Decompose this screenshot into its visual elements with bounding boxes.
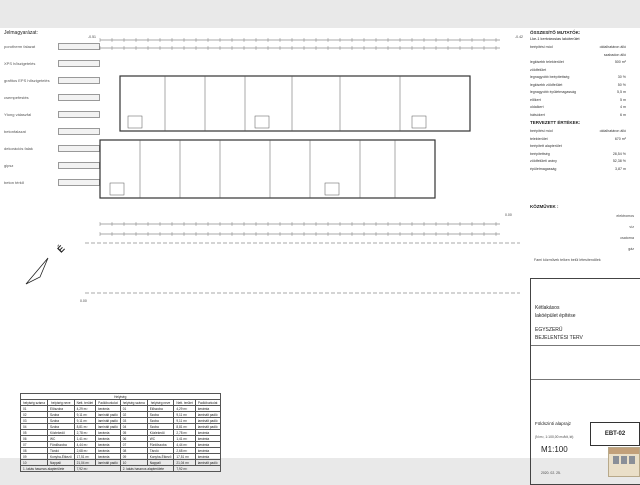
- kv-key: előkert: [530, 97, 541, 102]
- kv-key: legnagyobb épületmagasság: [530, 90, 576, 94]
- utility-item: csatorna: [620, 236, 634, 240]
- kv-row: előkert 5 m: [530, 98, 626, 102]
- kv-key: legnagyobb beépítettség: [530, 75, 570, 79]
- kv-key: zöldfelületi arány: [530, 159, 557, 163]
- kv-row: hátsókert 6 m: [530, 113, 626, 117]
- level-mark-1: -0.51: [88, 35, 96, 39]
- kv-value: 5,5 m: [617, 90, 626, 94]
- utility-item: Fami közművek telken belül létesítendőek: [534, 258, 601, 262]
- footer-left-val: 7,92 m²: [73, 465, 121, 472]
- legend-item: grafitos EPS hőszigetelés: [4, 78, 50, 83]
- scale: M1:100: [541, 445, 568, 454]
- project-line-1: Kétlakásos: [535, 305, 560, 311]
- legend-item: betonfalazat: [4, 129, 26, 134]
- plan-type-line-2: BEJELENTÉSI TERV: [535, 335, 583, 341]
- kv-row: beépített alapterület: [530, 144, 626, 148]
- kv-row: épületmagasság 3,87 m: [530, 167, 626, 171]
- level-mark-3: 0.00: [505, 213, 512, 217]
- legend-item: dekorációs falak: [4, 146, 33, 151]
- project-line-2: lakóépület építése: [535, 313, 576, 319]
- legend-item: XPS hőszigetelés: [4, 61, 36, 66]
- utility-item: víz: [629, 225, 634, 229]
- kv-key: telekterület: [530, 136, 548, 141]
- legend-swatch: [58, 43, 100, 50]
- legend-item: beton térkő: [4, 180, 25, 185]
- kv-value: 52,38 %: [612, 159, 626, 163]
- kv-value: 670 m²: [614, 136, 626, 141]
- kv-row: beépítési mód oldalhatáron álló: [530, 45, 626, 49]
- kv-value: oldalhatáron álló: [599, 129, 626, 133]
- sheet-code: EBT-02: [590, 422, 640, 446]
- kv-key: beépített alapterület: [530, 144, 562, 148]
- kv-key: épületmagasság: [530, 166, 557, 171]
- legend-swatch: [58, 94, 100, 101]
- legend-swatch: [58, 77, 100, 84]
- legend-swatch: [58, 60, 100, 67]
- kv-value: szabadon álló: [603, 52, 626, 57]
- kv-key: oldalkert: [530, 105, 544, 109]
- kv-value: 6 m: [620, 112, 626, 117]
- legend-item: gipsz: [4, 163, 14, 168]
- kv-value: 3,87 m: [615, 166, 626, 171]
- kv-key: beépítési mód: [530, 45, 553, 49]
- kv-row: zöldfelület: [530, 68, 626, 72]
- summary-subtitle: Lke-1 kertvárosias lakóterület: [530, 37, 580, 41]
- kv-row: legkisebb zöldfelület 50 %: [530, 83, 626, 87]
- kv-row: beépítettség 28,54 %: [530, 152, 626, 156]
- kv-value: 4 m: [620, 105, 626, 109]
- kv-value: 500 m²: [614, 60, 626, 64]
- legend-title: Jelmagyarázat:: [4, 30, 38, 36]
- kv-value: 50 %: [617, 82, 626, 87]
- kv-row: legnagyobb beépítettség 30 %: [530, 75, 626, 79]
- kv-row: legnagyobb épületmagasság 5,5 m: [530, 90, 626, 94]
- floor-plan: -0.51 -0.42 0.00 0.00: [80, 35, 523, 303]
- legend-item: Ytong válaszfal: [4, 112, 32, 117]
- facade-thumbnail: [608, 447, 640, 477]
- sheet-name: Földszinti alaprajz: [535, 421, 572, 426]
- kv-key: beépítési mód: [530, 129, 553, 133]
- footer-right-val: 7,92 m²: [173, 465, 221, 472]
- kv-key: legkisebb zöldfelület: [530, 82, 563, 87]
- kv-value: 28,54 %: [612, 151, 626, 156]
- kv-value: oldalhatáron álló: [599, 45, 626, 49]
- utility-item: elektromos: [616, 214, 634, 218]
- kv-row: oldalkert 4 m: [530, 105, 626, 109]
- level-mark-2: -0.42: [515, 35, 523, 39]
- legend-item: porotherm falazat: [4, 44, 36, 49]
- scale-note: (N m², 1:100,00 m²/kit, kt): [535, 435, 574, 439]
- legend-swatch: [58, 128, 100, 135]
- kv-key: legkisebb telekterület: [530, 60, 564, 64]
- kv-row: beépítési mód oldalhatáron álló: [530, 129, 626, 133]
- kv-value: 5 m: [620, 97, 626, 102]
- north-arrow-icon: [25, 257, 49, 285]
- legend-swatch: [58, 111, 100, 118]
- kv-key: zöldfelület: [530, 67, 547, 72]
- level-mark-4: 0.00: [80, 299, 87, 303]
- kv-value: 30 %: [617, 75, 626, 79]
- footer-left: 1. lakás hasznos alapterülete: [20, 465, 75, 472]
- kv-key: hátsókert: [530, 112, 545, 117]
- utility-item: gáz: [628, 247, 634, 251]
- planned-title: TERVEZETT ÉRTÉKEK:: [530, 120, 581, 125]
- utilities-title: KÖZMŰVEK :: [530, 204, 559, 209]
- summary-title: ÖSSZESÍTŐ MUTATÓK:: [530, 30, 581, 35]
- kv-key: beépítettség: [530, 151, 550, 156]
- plan-type-line-1: EGYSZERŰ: [535, 327, 563, 333]
- legend-item: csempefestés: [4, 95, 29, 100]
- kv-row: legkisebb telekterület 500 m²: [530, 60, 626, 64]
- kv-row: zöldfelületi arány 52,38 %: [530, 159, 626, 163]
- kv-row: telekterület 670 m²: [530, 137, 626, 141]
- footer-right: 2. lakás hasznos alapterülete: [119, 465, 175, 472]
- date: 2020. 02. 25.: [541, 471, 561, 475]
